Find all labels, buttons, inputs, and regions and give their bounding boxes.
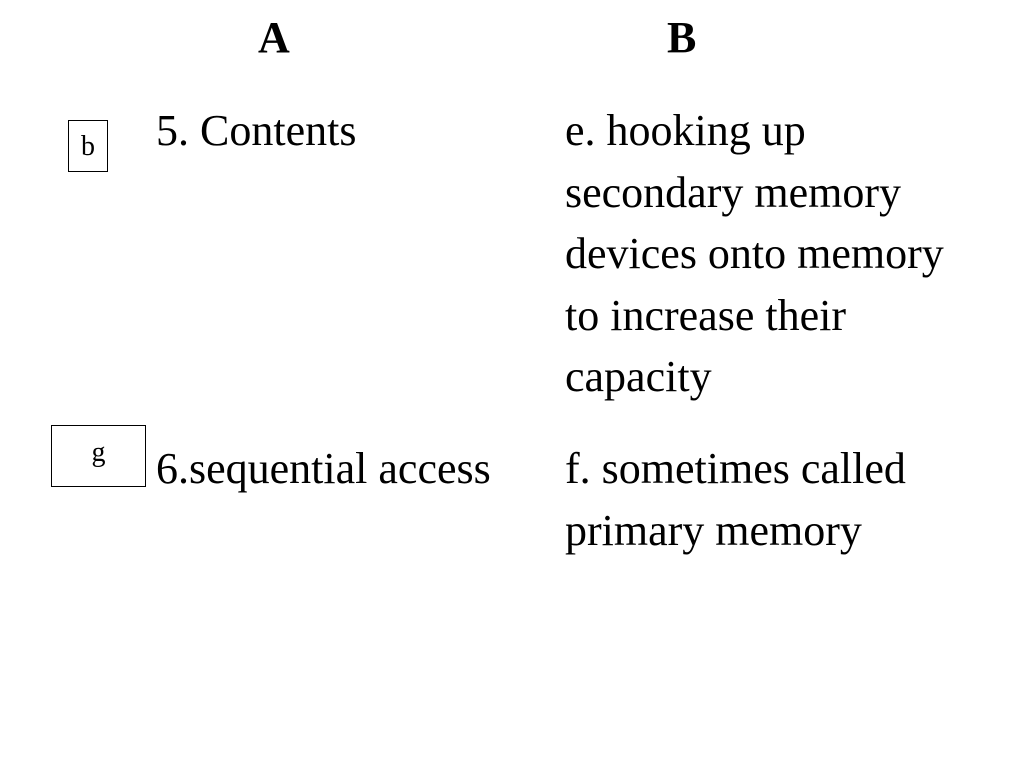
definition-line: to increase their: [565, 290, 846, 340]
definition-line: secondary memory: [565, 167, 901, 217]
answer-box[interactable]: g: [51, 425, 146, 487]
definition-item: e. hooking up secondary memory devices o…: [565, 100, 1020, 408]
column-b-header: B: [667, 13, 697, 62]
term-item: 6.sequential access: [156, 444, 491, 493]
answer-text: g: [91, 437, 106, 468]
definition-line: devices onto memory: [565, 229, 944, 278]
definition-line: primary memory: [565, 505, 862, 555]
column-a-header: A: [258, 13, 290, 62]
term-item: 5. Contents: [156, 106, 357, 155]
definition-line: capacity: [565, 352, 712, 401]
definition-item: f. sometimes called primary memory: [565, 438, 1020, 561]
definition-line: f. sometimes called: [565, 444, 906, 493]
definition-line: e. hooking up: [565, 106, 806, 155]
answer-text: b: [81, 131, 95, 162]
answer-box[interactable]: b: [68, 120, 108, 172]
